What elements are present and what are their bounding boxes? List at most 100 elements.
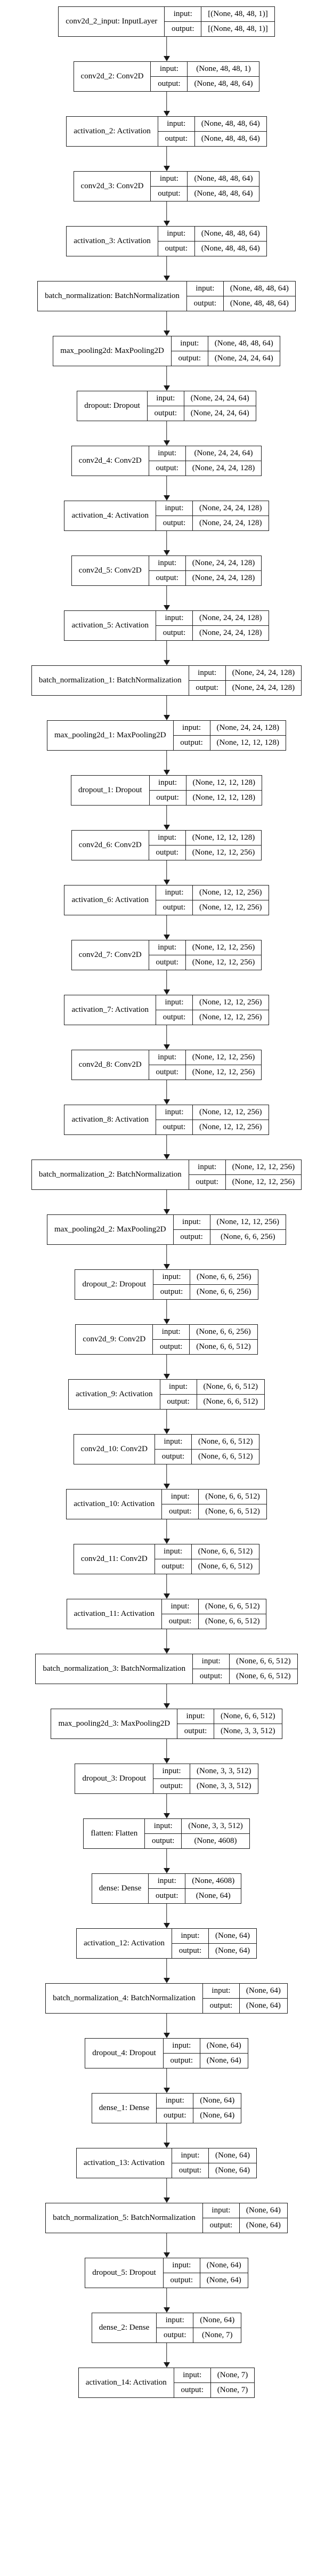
flow-arrow-icon: [163, 586, 171, 610]
layer-output-row: output: (None, 12, 12, 256): [156, 1010, 268, 1025]
layer-io-table: input: (None, 6, 6, 256) output: (None, …: [153, 1270, 258, 1299]
layer-name-cell: activation_11: Activation: [67, 1599, 162, 1629]
layer-input-row: input: (None, 48, 48, 64): [186, 281, 295, 296]
flow-arrow-icon: [163, 1355, 171, 1379]
layer-node-conv2d_9: conv2d_9: Conv2D input: (None, 6, 6, 256…: [75, 1324, 258, 1355]
input-label: input:: [157, 2094, 194, 2108]
flow-arrow-icon: [163, 1135, 171, 1160]
output-shape: (None, 64): [196, 1891, 231, 1900]
layer-name-cell: conv2d_2_input: InputLayer: [59, 7, 165, 36]
layer-input-row: input: (None, 24, 24, 64): [147, 391, 256, 406]
flow-arrow-icon: [163, 751, 171, 775]
layer-io-table: input: (None, 12, 12, 256) output: (None…: [156, 1105, 269, 1134]
layer-io-table: input: (None, 12, 12, 256) output: (None…: [189, 1160, 302, 1189]
layer-node-activation_2: activation_2: Activation input: (None, 4…: [66, 116, 267, 147]
layer-input-row: input: (None, 64): [163, 2258, 248, 2273]
layer-input-row: input: (None, 6, 6, 512): [160, 1380, 265, 1395]
output-shape: (None, 64): [246, 2001, 281, 2010]
layer-io-table: input: (None, 6, 6, 512) output: (None, …: [155, 1435, 259, 1464]
layer-output-row: output: (None, 64): [149, 1889, 241, 1903]
input-shape: (None, 12, 12, 256): [199, 998, 262, 1007]
output-label: output:: [153, 1285, 191, 1299]
arrow-line: [166, 311, 167, 331]
output-shape: (None, 64): [246, 2221, 281, 2229]
input-label: input:: [164, 2039, 200, 2053]
output-shape: (None, 3, 3, 512): [221, 1727, 275, 1735]
arrow-line: [166, 970, 167, 990]
output-label: output:: [174, 1230, 210, 1244]
layer-input-row: input: (None, 64): [163, 2039, 248, 2054]
flow-arrow-icon: [163, 1629, 171, 1654]
flow-arrow-icon: [163, 2233, 171, 2258]
layer-input-row: input: (None, 6, 6, 256): [153, 1270, 258, 1285]
arrow-head-icon: [163, 1319, 170, 1324]
flow-arrow-icon: [163, 421, 171, 446]
layer-input-row: input: (None, 48, 48, 64): [171, 336, 280, 351]
output-label: output:: [162, 1614, 199, 1629]
input-label: input:: [189, 1160, 226, 1174]
layer-io-table: input: (None, 12, 12, 256) output: (None…: [156, 995, 269, 1025]
output-shape: (None, 24, 24, 128): [192, 464, 255, 472]
layer-label: activation_7: Activation: [71, 1005, 149, 1014]
layer-output-row: output: (None, 6, 6, 512): [162, 1614, 266, 1629]
input-shape: (None, 64): [200, 2096, 235, 2105]
layer-io-table: input: (None, 12, 12, 128) output: (None…: [149, 776, 262, 805]
layer-label: activation_5: Activation: [71, 621, 149, 630]
layer-output-row: output: (None, 6, 6, 256): [153, 1285, 257, 1299]
flow-arrow-icon: [163, 1574, 171, 1599]
arrow-line: [166, 1025, 167, 1045]
layer-label: conv2d_6: Conv2D: [78, 841, 142, 849]
input-label: input:: [189, 666, 226, 680]
layer-node-max_pooling2d_1: max_pooling2d_1: MaxPooling2D input: (No…: [46, 720, 287, 751]
input-shape: (None, 64): [206, 2261, 241, 2269]
layer-output-row: output: (None, 64): [164, 2054, 248, 2068]
output-label: output:: [203, 1999, 240, 2013]
layer-label: batch_normalization_5: BatchNormalizatio…: [53, 2213, 196, 2222]
arrow-head-icon: [163, 2143, 170, 2148]
arrow-head-icon: [163, 440, 170, 446]
input-shape: (None, 48, 48, 64): [201, 119, 260, 128]
arrow-line: [166, 2233, 167, 2253]
output-shape: (None, 6, 6, 256): [221, 1233, 275, 1241]
flow-arrow-icon: [163, 256, 171, 281]
output-shape: (None, 12, 12, 256): [232, 1178, 295, 1186]
layer-node-conv2d_4: conv2d_4: Conv2D input: (None, 24, 24, 6…: [71, 446, 262, 476]
layer-output-row: output: (None, 24, 24, 64): [172, 351, 280, 366]
layer-input-row: input: (None, 12, 12, 128): [149, 776, 262, 791]
output-shape: [(None, 48, 48, 1)]: [208, 25, 268, 33]
layer-io-table: input: (None, 4608) output: (None, 64): [149, 1874, 241, 1903]
layer-label: conv2d_9: Conv2D: [83, 1335, 146, 1343]
input-label: input:: [164, 2258, 200, 2273]
layer-input-row: input: (None, 24, 24, 128): [156, 611, 269, 626]
layer-io-table: input: (None, 6, 6, 512) output: (None, …: [160, 1380, 265, 1409]
layer-input-row: input: (None, 3, 3, 512): [145, 1819, 249, 1834]
input-shape: (None, 12, 12, 256): [199, 888, 262, 897]
layer-node-conv2d_2_input: conv2d_2_input: InputLayer input: [(None…: [58, 6, 275, 37]
input-label: input:: [155, 1435, 192, 1449]
arrow-head-icon: [163, 825, 170, 830]
layer-label: batch_normalization_3: BatchNormalizatio…: [43, 1664, 186, 1673]
arrow-line: [166, 1245, 167, 1265]
input-shape: (None, 24, 24, 64): [190, 394, 249, 402]
arrow-head-icon: [163, 221, 170, 226]
output-label: output:: [150, 791, 186, 805]
layer-name-cell: dropout_4: Dropout: [85, 2039, 164, 2068]
layer-input-row: input: (None, 48, 48, 64): [151, 172, 259, 187]
layer-io-table: input: [(None, 48, 48, 1)] output: [(Non…: [165, 7, 274, 36]
input-label: input:: [156, 611, 193, 625]
flow-arrow-icon: [163, 1959, 171, 1983]
output-label: output:: [165, 22, 202, 36]
arrow-line: [166, 1135, 167, 1155]
arrow-line: [166, 2288, 167, 2308]
layer-label: batch_normalization_1: BatchNormalizatio…: [38, 676, 182, 685]
layer-name-cell: conv2d_8: Conv2D: [72, 1050, 149, 1080]
layer-name-cell: activation_2: Activation: [67, 117, 158, 146]
output-shape: (None, 64): [200, 2111, 235, 2120]
layer-io-table: input: (None, 64) output: (None, 64): [157, 2094, 241, 2123]
layer-input-row: input: (None, 6, 6, 512): [155, 1544, 259, 1559]
flow-arrow-icon: [163, 2014, 171, 2038]
arrow-line: [166, 1904, 167, 1923]
layer-node-dropout_3: dropout_3: Dropout input: (None, 3, 3, 5…: [75, 1764, 258, 1794]
layer-io-table: input: (None, 48, 48, 64) output: (None,…: [171, 336, 280, 366]
input-label: input:: [172, 1929, 209, 1943]
